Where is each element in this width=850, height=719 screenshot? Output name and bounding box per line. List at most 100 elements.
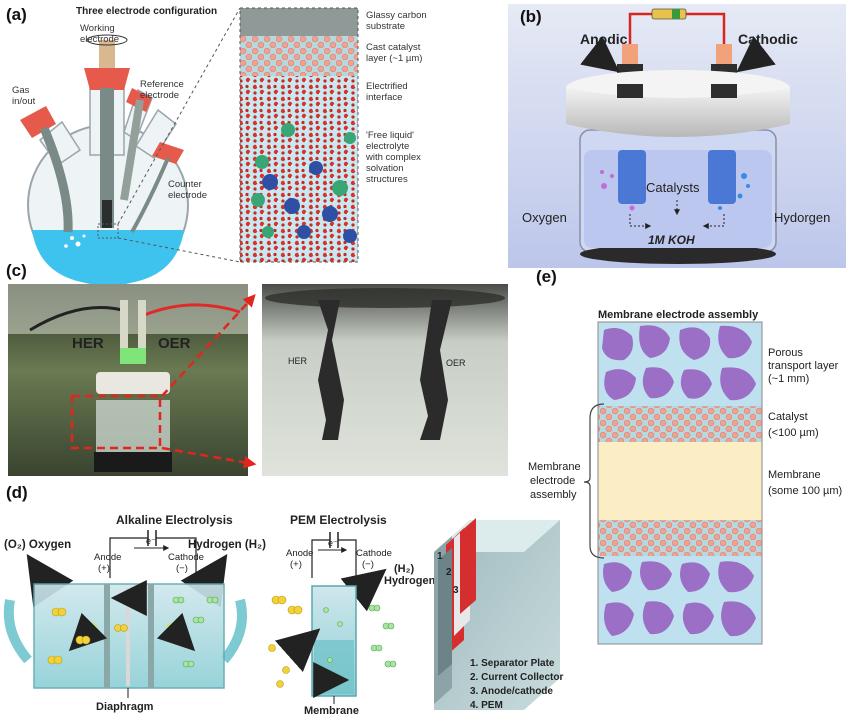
cathode-plate (148, 584, 154, 688)
catalyst-e-label-2: (<100 µm) (768, 427, 819, 439)
substrate-label-1: Glassy carbon (366, 10, 427, 21)
legend-item-3: 3. Anode/cathode (470, 686, 553, 697)
oxygen-out-label: (O₂) Oxygen (4, 539, 71, 551)
pem-cathode-label: Cathode (356, 548, 392, 559)
panel-a: (a) Three electrode configuration (6, 5, 427, 286)
cathodic-pointer (736, 36, 776, 73)
panel-a-label: (a) (6, 5, 27, 24)
diaphragm-label: Diaphragm (96, 701, 154, 713)
substrate-label-2: substrate (366, 21, 405, 32)
mea-side-label-1: Membrane (528, 461, 581, 473)
catalyst-layer-label-2: layer (~1 µm) (366, 53, 422, 64)
working-electrode-rod (100, 88, 114, 228)
oer-zoom-label: OER (446, 358, 466, 368)
diaphragm (126, 588, 130, 686)
membrane-e-label-2: (some 100 µm) (768, 485, 842, 497)
legend-item-2: 2. Current Collector (470, 672, 563, 683)
black-lead (29, 306, 123, 332)
cathodic-terminal (716, 44, 732, 64)
working-electrode-label-2: electrode (80, 34, 119, 45)
mea-title: Membrane electrode assembly (598, 309, 759, 321)
gas-label-2: in/out (12, 96, 36, 107)
working-cap (99, 40, 115, 68)
pem-anode-sign: (+) (290, 559, 302, 570)
mea-brace (583, 403, 605, 559)
zoom-arrow-bottom (161, 446, 257, 469)
anode-cathode-layer-2 (460, 518, 476, 614)
zoom-arrow-top (161, 294, 256, 397)
hydrogen-out-arrow (180, 554, 228, 608)
stack-num-1: 1 (437, 551, 443, 562)
counter-electrode-label-1: Counter (168, 179, 202, 190)
pem-h2-label: (H₂) (394, 563, 414, 575)
cell-cap (96, 372, 170, 394)
oer-label: OER (158, 335, 191, 352)
gas-tube (39, 126, 73, 233)
mea-frame (597, 321, 763, 645)
anode-plate (104, 584, 110, 688)
anodic-terminal (622, 44, 638, 64)
working-electrode-label-1: Working (80, 23, 115, 34)
electron-label: e⁻ (146, 536, 156, 546)
cathode-sign: (−) (176, 563, 188, 574)
zoom-line-bottom (117, 237, 241, 263)
anodic-pointer (580, 36, 620, 73)
zoom-line-top (117, 7, 241, 225)
pem-hydrogen-molecules (323, 604, 397, 668)
electrolyte-label-3: with complex (365, 152, 421, 163)
beaker-base (580, 244, 776, 264)
hydrogen-out-label: Hydrogen (H₂) (188, 539, 266, 551)
her-zoom-label: HER (288, 356, 308, 366)
reference-electrode-label-1: Reference (140, 79, 184, 90)
hydrogen-bubbles (718, 173, 750, 210)
oxygen-label: Oxygen (522, 210, 567, 225)
zoom-box-c (70, 394, 162, 450)
anode-electrode (618, 150, 646, 204)
anode-sign: (+) (98, 563, 110, 574)
membrane-e-label-1: Membrane (768, 469, 821, 481)
panel-c: (c) HER OER HER OER (6, 261, 508, 476)
oer-electrode-photo (420, 300, 452, 440)
cell-vessel (96, 400, 170, 454)
electrolyte-label-2: electrolyte (366, 141, 409, 152)
current-collector-layer (438, 548, 452, 676)
solvated-ions (251, 123, 357, 243)
porous-label-3: (~1 mm) (768, 373, 809, 385)
cathode-electrode (708, 150, 736, 204)
rotation-arrow (86, 34, 128, 46)
panel-e-label: (e) (536, 267, 557, 286)
gas-label-1: Gas (12, 85, 30, 96)
mea-side-label-3: assembly (530, 489, 577, 501)
legend-item-1: 1. Separator Plate (470, 658, 555, 669)
hydrogen-label: Hydorgen (774, 210, 830, 225)
pem-title: PEM Electrolysis (290, 513, 387, 527)
pem-cathode-sign: (−) (362, 559, 374, 570)
pem-oxygen-molecules (268, 595, 303, 688)
her-electrode-photo (318, 300, 344, 440)
porous-label-2: transport layer (768, 360, 839, 372)
membrane-label-d: Membrane (304, 705, 359, 717)
interface-label-2: interface (366, 92, 402, 103)
cathode-label: Cathode (168, 552, 204, 563)
counter-electrode-label-2: electrode (168, 190, 207, 201)
counter-electrode-wire (130, 157, 170, 233)
porous-label-1: Porous (768, 347, 803, 359)
pem-hydrogen-label: Hydrogen (384, 575, 436, 587)
panel-b-label: (b) (520, 7, 542, 26)
anodic-label: Anodic (580, 31, 628, 47)
stirrer-base (94, 452, 172, 472)
reference-electrode-label-2: electrode (140, 90, 179, 101)
electrolyte-label-1: 'Free liquid' (366, 130, 414, 141)
pem-hydrogen-arrow (340, 568, 387, 612)
catalyst-layer (240, 36, 358, 76)
panel-d: (d) Alkaline Electrolysis (O₂) Oxygen Hy… (3, 483, 563, 717)
catalyst-layer-bottom (598, 520, 762, 556)
zoom-photo (262, 284, 508, 476)
panel-c-label: (c) (6, 261, 27, 280)
oxygen-molecules (47, 607, 128, 665)
pem-stack: 1 2 3 (434, 518, 560, 710)
oxygen-out-arrow (26, 554, 74, 608)
panel-b: (b) Anodic Cathodi (508, 4, 846, 268)
cathode-flow-arrow (156, 612, 196, 652)
